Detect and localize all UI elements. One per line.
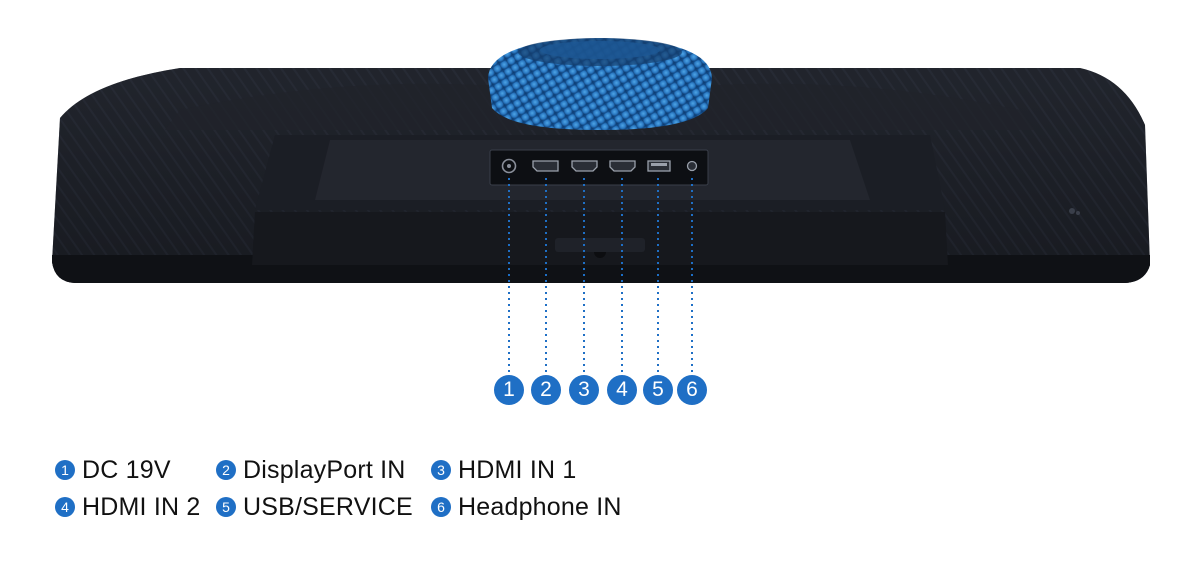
- legend-item-dc-19v: 1 DC 19V: [55, 455, 171, 485]
- legend-number: 1: [55, 460, 75, 480]
- callout-badge-3: 3: [569, 375, 599, 405]
- dc-power-jack-icon: [501, 158, 517, 174]
- legend-item-headphone-in: 6 Headphone IN: [431, 492, 622, 522]
- monitor-rear-view: [52, 38, 1150, 378]
- callout-badge-5: 5: [643, 375, 673, 405]
- callout-badge-4: 4: [607, 375, 637, 405]
- legend-item-displayport-in: 2 DisplayPort IN: [216, 455, 406, 485]
- legend-number: 2: [216, 460, 236, 480]
- legend-label: DC 19V: [82, 455, 171, 484]
- legend-label: HDMI IN 1: [458, 455, 577, 484]
- legend-number: 3: [431, 460, 451, 480]
- usb-icon: [647, 160, 671, 172]
- legend-number: 6: [431, 497, 451, 517]
- legend-item-hdmi-in-1: 3 HDMI IN 1: [431, 455, 576, 485]
- legend-item-hdmi-in-2: 4 HDMI IN 2: [55, 492, 200, 522]
- legend-number: 5: [216, 497, 236, 517]
- legend-label: HDMI IN 2: [82, 492, 201, 521]
- legend-label: DisplayPort IN: [243, 455, 406, 484]
- hdmi-icon: [609, 160, 636, 172]
- callout-badge-2: 2: [531, 375, 561, 405]
- headphone-jack-icon: [686, 160, 698, 172]
- stand-ring: [488, 38, 712, 130]
- legend-number: 4: [55, 497, 75, 517]
- io-panel: [489, 149, 709, 186]
- hdmi-icon: [571, 160, 598, 172]
- callout-badge-6: 6: [677, 375, 707, 405]
- callout-badge-1: 1: [494, 375, 524, 405]
- legend-label: USB/SERVICE: [243, 492, 413, 521]
- legend-label: Headphone IN: [458, 492, 622, 521]
- legend-item-usb-service: 5 USB/SERVICE: [216, 492, 413, 522]
- displayport-icon: [532, 160, 559, 172]
